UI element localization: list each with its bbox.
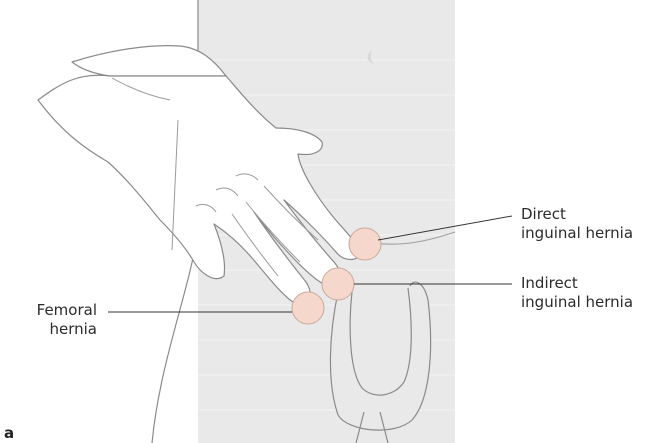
femoral-label-line1: Femoral <box>25 301 97 320</box>
indirect-label-line2: inguinal hernia <box>521 293 633 312</box>
femoral-label-line2: hernia <box>25 320 97 339</box>
direct-label-line1: Direct <box>521 205 633 224</box>
indirect-label-line1: Indirect <box>521 274 633 293</box>
indirect-hernia-bulge <box>322 268 354 300</box>
femoral-hernia-label: Femoral hernia <box>25 301 97 339</box>
genital-outline <box>330 282 430 430</box>
direct-hernia-bulge <box>349 228 381 260</box>
direct-inguinal-hernia-label: Direct inguinal hernia <box>521 205 633 243</box>
femoral-hernia-bulge <box>292 292 324 324</box>
indirect-inguinal-hernia-label: Indirect inguinal hernia <box>521 274 633 312</box>
panel-letter: a <box>4 424 14 442</box>
direct-label-line2: inguinal hernia <box>521 224 633 243</box>
